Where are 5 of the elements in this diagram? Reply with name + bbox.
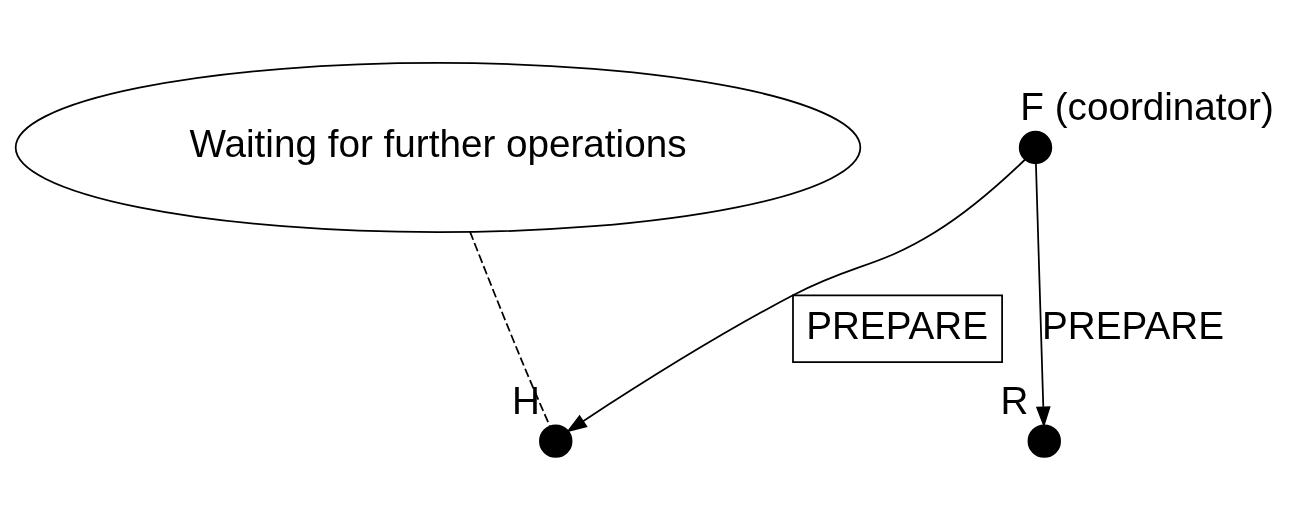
node-label: H (511, 378, 540, 422)
edge-label: PREPARE (1042, 303, 1224, 347)
node-label: F (coordinator) (1020, 84, 1274, 128)
edge-label: PREPARE (806, 303, 989, 347)
node-label: R (1000, 378, 1029, 422)
